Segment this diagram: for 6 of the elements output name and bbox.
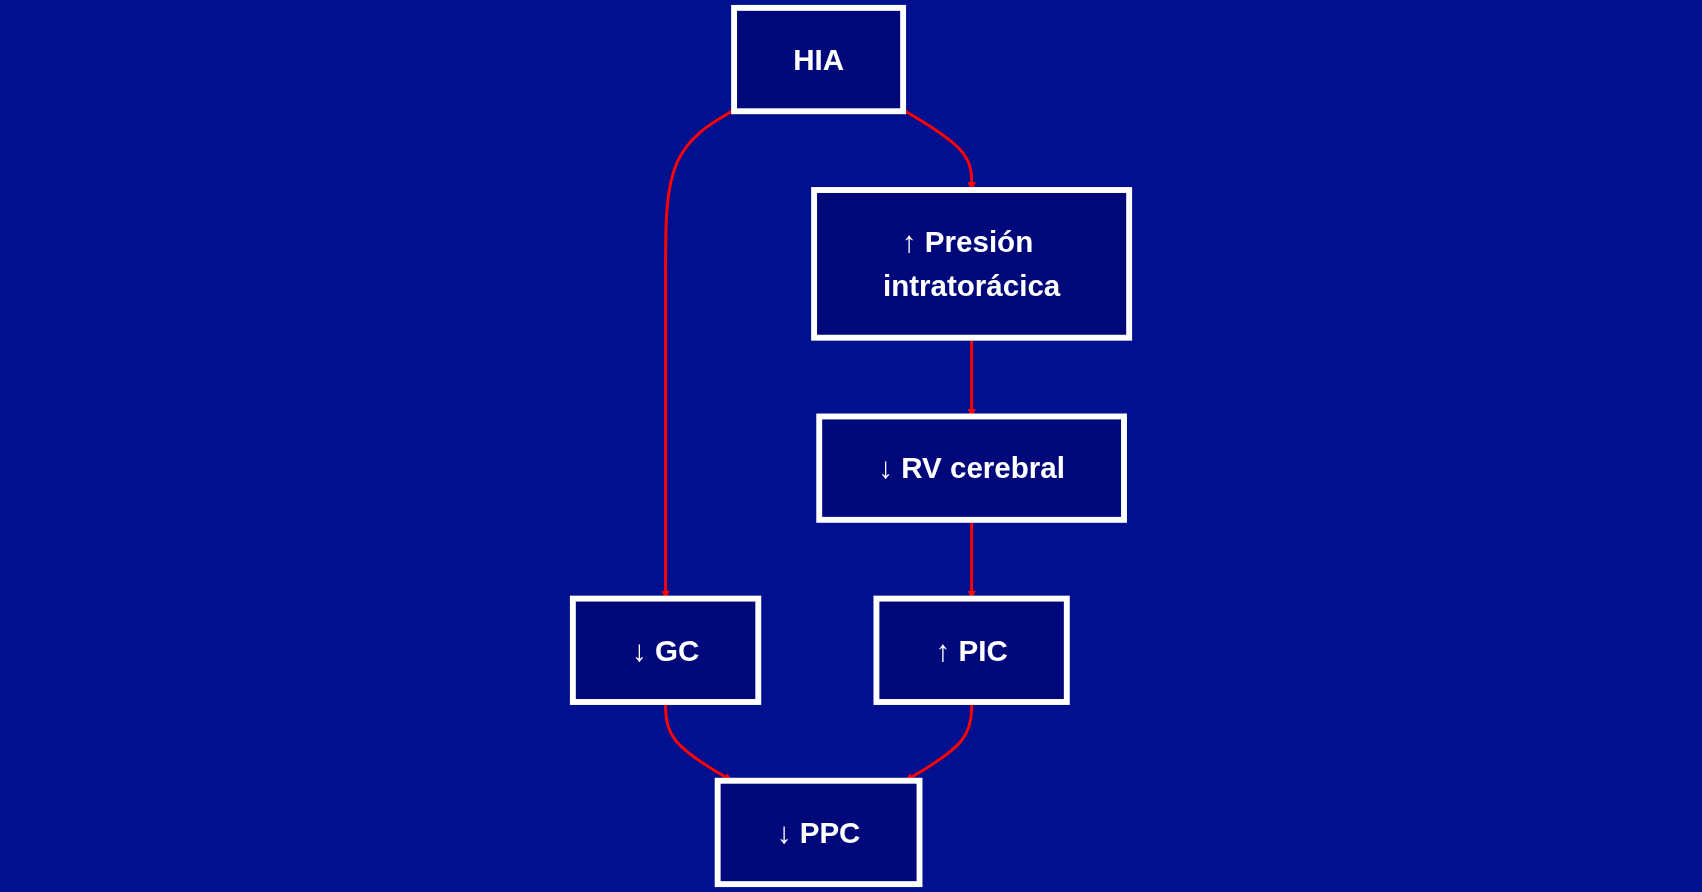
- node-box: ↓ PPC: [714, 777, 923, 888]
- node-box: ↑ PIC: [873, 595, 1070, 705]
- node-box: ↓ GC: [569, 595, 762, 705]
- node-box: HIA: [731, 4, 907, 115]
- node-box: ↑ Presión intratorácica: [811, 187, 1133, 341]
- node-box: ↓ RV cerebral: [816, 413, 1127, 523]
